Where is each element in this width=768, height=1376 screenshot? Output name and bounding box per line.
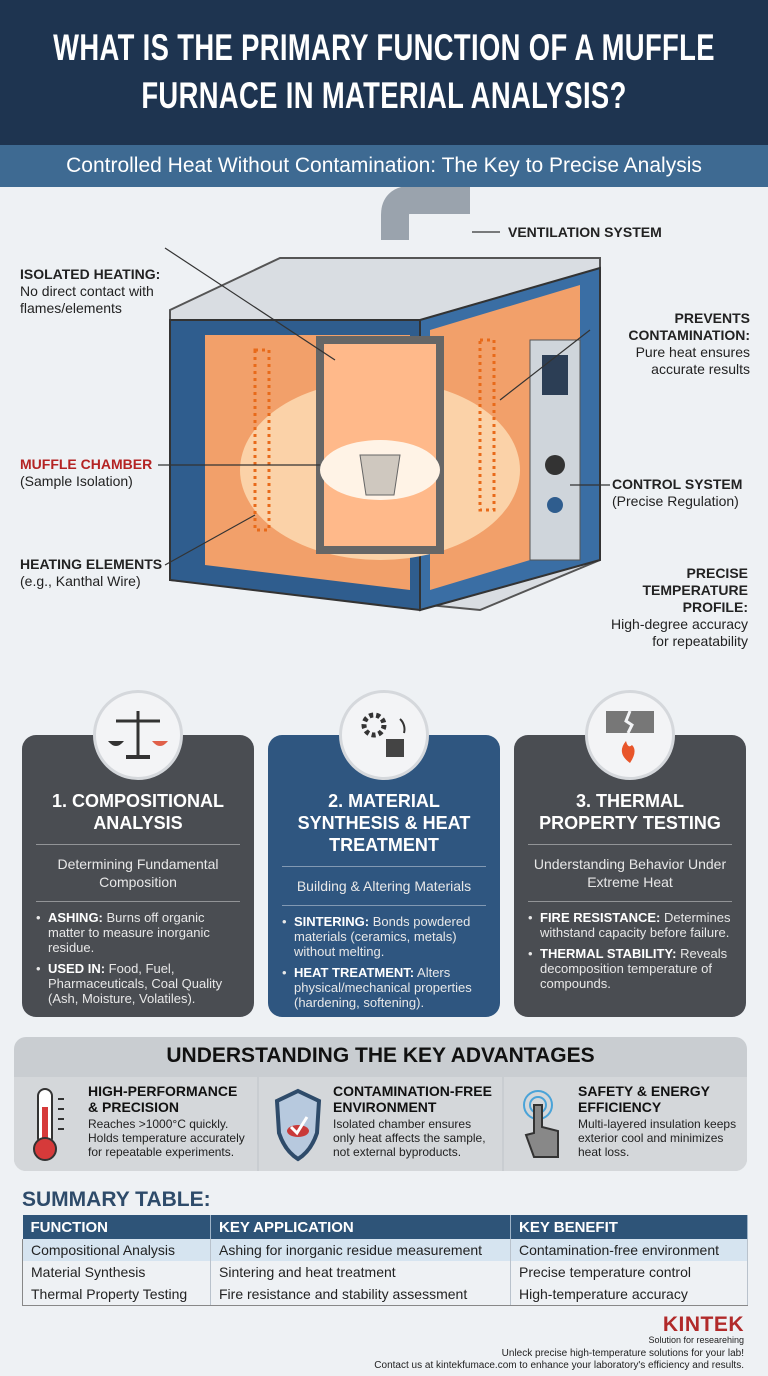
summary-title: SUMMARY TABLE:: [22, 1188, 211, 1211]
card-thermal-property-testing: 3. THERMAL PROPERTY TESTING Understandin…: [514, 735, 746, 1017]
logo-tagline: Solution for researehing: [648, 1335, 744, 1345]
balance-scale-icon: [93, 690, 183, 780]
cracked-block-flame-icon: [585, 690, 675, 780]
label-muffle-chamber: MUFFLE CHAMBER(Sample Isolation): [20, 456, 153, 489]
card-subtitle: Building & Altering Materials: [282, 866, 486, 895]
label-ventilation: VENTILATION SYSTEM: [508, 224, 662, 240]
advantages-panel: UNDERSTANDING THE KEY ADVANTAGES HIGH-PE…: [14, 1037, 747, 1171]
title-banner: WHAT IS THE PRIMARY FUNCTION OF A MUFFLE…: [0, 0, 768, 145]
card-item: SINTERING: Bonds powdered materials (cer…: [282, 914, 486, 959]
card-title: 1. COMPOSITIONAL ANALYSIS: [51, 791, 224, 833]
label-temperature-profile: PRECISE TEMPERATURE PROFILE:High-degree …: [611, 565, 748, 649]
label-heating-elements: HEATING ELEMENTS(e.g., Kanthal Wire): [20, 556, 163, 589]
card-item: ASHING: Burns off organic matter to meas…: [36, 910, 240, 955]
card-title: 2. MATERIAL SYNTHESIS & HEAT TREATMENT: [297, 791, 471, 855]
card-title: 3. THERMAL PROPERTY TESTING: [539, 791, 721, 833]
card-subtitle: Determining Fundamental Composition: [36, 844, 240, 891]
advantages-title: UNDERSTANDING THE KEY ADVANTAGES: [166, 1044, 595, 1067]
card-item: HEAT TREATMENT: Alters physical/mechanic…: [282, 965, 486, 1010]
kintek-logo: KINTEK: [662, 1313, 744, 1336]
touch-hand-icon: [523, 1090, 559, 1158]
footer-line-2: Contact us at kintekfumace.com to enhanc…: [374, 1360, 744, 1371]
card-item: FIRE RESISTANCE: Determines withstand ca…: [528, 910, 732, 940]
gear-puzzle-icon: [339, 690, 429, 780]
shield-check-icon: [274, 1088, 322, 1162]
page-subtitle: Controlled Heat Without Contamination: T…: [0, 145, 768, 187]
card-compositional-analysis: 1. COMPOSITIONAL ANALYSIS Determining Fu…: [22, 735, 254, 1017]
page-title: WHAT IS THE PRIMARY FUNCTION OF A MUFFLE…: [53, 27, 715, 116]
muffle-furnace-illustration: [158, 187, 610, 612]
card-item: USED IN: Food, Fuel, Pharmaceuticals, Co…: [36, 961, 240, 1006]
label-prevents-contamination: PREVENTS CONTAMINATION:Pure heat ensures…: [628, 310, 750, 377]
card-material-synthesis: 2. MATERIAL SYNTHESIS & HEAT TREATMENT B…: [268, 735, 500, 1017]
footer-line-1: Unleck precise high-temperature solution…: [501, 1348, 744, 1359]
label-control-system: CONTROL SYSTEM(Precise Regulation): [612, 476, 743, 509]
card-subtitle: Understanding Behavior Under Extreme Hea…: [528, 844, 732, 891]
card-item: THERMAL STABILITY: Reveals decomposition…: [528, 946, 732, 991]
thermometer-icon: [33, 1088, 64, 1161]
label-isolated-heating: ISOLATED HEATING:No direct contact with …: [20, 266, 161, 316]
